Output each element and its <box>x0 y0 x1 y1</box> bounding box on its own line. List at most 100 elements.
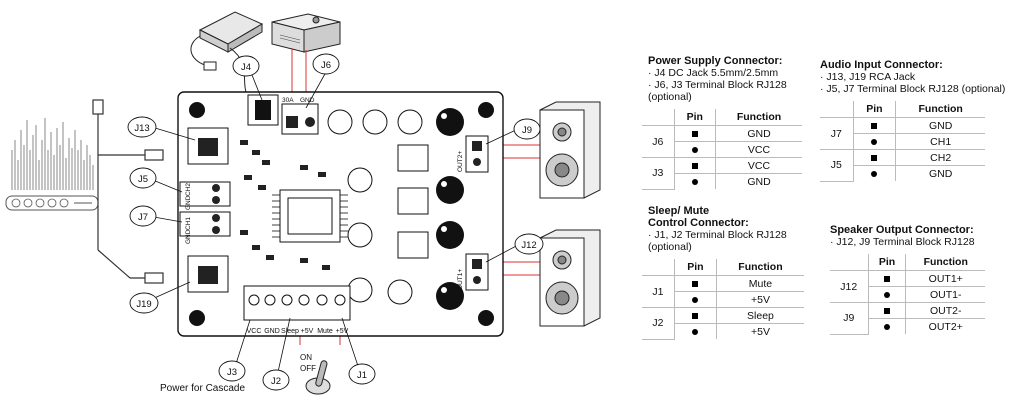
pin-dot-icon <box>884 323 890 330</box>
func: OUT2- <box>905 302 985 319</box>
left-label-gnd-b: GND <box>185 229 192 244</box>
func: GND <box>895 117 985 134</box>
func: Mute <box>715 275 804 292</box>
callout-j6: J6 <box>321 60 331 71</box>
conn-j1: J1 <box>642 275 675 308</box>
speaker-output-panel: Speaker Output Connector: · J12, J9 Term… <box>830 224 1020 335</box>
conn-j6: J6 <box>642 125 675 158</box>
audio-input-panel: Audio Input Connector: · J13, J19 RCA Ja… <box>820 59 1020 182</box>
pin-dot-icon <box>691 146 698 153</box>
callout-j1: J1 <box>357 370 367 381</box>
pin-square-icon <box>691 130 698 137</box>
top-label-gnd: GND <box>300 97 315 104</box>
rca-cables <box>92 99 164 284</box>
conn-j5: J5 <box>820 149 854 182</box>
callout-j5: J5 <box>138 174 148 185</box>
speaker-top-icon <box>539 101 601 199</box>
switch-off-label: OFF <box>300 364 316 373</box>
pin-dot-icon <box>692 296 699 303</box>
left-label-gnd-a: GND <box>185 195 192 210</box>
header-function: Function <box>895 101 985 118</box>
func: GND <box>715 173 802 189</box>
bottom-label-vcc: VCC <box>247 328 262 335</box>
conn-j12: J12 <box>830 270 869 303</box>
callout-j4: J4 <box>241 62 251 73</box>
func: OUT1+ <box>905 270 985 287</box>
right-label-out1: OUT1+ <box>457 269 464 290</box>
power-supply-title: Power Supply Connector: <box>648 55 783 67</box>
pin-square-icon <box>884 307 890 314</box>
conn-j3: J3 <box>642 157 675 190</box>
pin-square-icon <box>871 122 878 129</box>
header-function: Function <box>905 254 985 271</box>
top-label-30a: 30A <box>282 97 294 104</box>
power-supply-notes: · J4 DC Jack 5.5mm/2.5mm · J6, J3 Termin… <box>648 67 787 103</box>
bottom-label-5v-b: +5V <box>336 328 349 335</box>
bottom-label-sleep: Sleep <box>281 328 299 335</box>
pin-square-icon <box>884 275 890 282</box>
conn-j2: J2 <box>642 307 675 340</box>
pin-square-icon <box>692 312 699 319</box>
audio-input-title: Audio Input Connector: <box>820 59 943 71</box>
switch-on-label: ON <box>300 353 312 362</box>
bottom-label-gnd: GND <box>264 328 280 335</box>
left-label-ch1: CH1 <box>185 217 192 230</box>
right-label-out2: OUT2+ <box>457 151 464 172</box>
pin-dot-icon <box>871 170 878 177</box>
bottom-label-5v-a: +5V <box>301 328 314 335</box>
func: OUT2+ <box>905 318 985 334</box>
pcb-board: VCC GND Sleep +5V Mute +5V 30A GND CH2 G… <box>177 91 504 337</box>
func: VCC <box>715 141 802 158</box>
pin-square-icon <box>871 154 878 161</box>
header-pin: Pin <box>673 109 717 126</box>
func: VCC <box>715 157 802 174</box>
bottom-label-mute: Mute <box>317 328 333 335</box>
func: +5V <box>715 323 804 339</box>
pin-dot-icon <box>884 291 890 298</box>
pin-dot-icon <box>692 328 699 335</box>
header-pin: Pin <box>852 101 897 118</box>
speaker-bottom-icon <box>539 229 601 327</box>
func: CH2 <box>895 149 985 166</box>
header-function: Function <box>715 259 804 276</box>
pin-square-icon <box>692 280 699 287</box>
func: GND <box>895 165 985 181</box>
callout-j2: J2 <box>271 376 281 387</box>
sleep-mute-notes: · J1, J2 Terminal Block RJ128 (optional) <box>648 229 787 253</box>
sleep-mute-panel: Sleep/ Mute Control Connector: · J1, J2 … <box>642 205 823 340</box>
audio-input-notes: · J13, J19 RCA Jack · J5, J7 Terminal Bl… <box>820 71 1006 95</box>
callout-j19: J19 <box>136 299 151 310</box>
func: OUT1- <box>905 286 985 303</box>
func: Sleep <box>715 307 804 324</box>
callout-j12: J12 <box>521 240 536 251</box>
left-label-ch2: CH2 <box>185 183 192 196</box>
func: +5V <box>715 291 804 308</box>
callouts <box>127 53 544 391</box>
cascade-caption: Power for Cascade <box>160 383 245 394</box>
func: CH1 <box>895 133 985 150</box>
callout-j3: J3 <box>227 367 237 378</box>
callout-j13: J13 <box>134 123 149 134</box>
pin-dot-icon <box>691 178 698 185</box>
sleep-mute-title: Sleep/ Mute Control Connector: <box>648 205 749 229</box>
power-supply-panel: Power Supply Connector: · J4 DC Jack 5.5… <box>642 55 818 190</box>
callout-j7: J7 <box>138 212 148 223</box>
power-supply-box-icon <box>271 13 341 53</box>
speaker-output-title: Speaker Output Connector: <box>830 224 974 236</box>
pin-square-icon <box>691 162 698 169</box>
callout-j9: J9 <box>522 125 532 136</box>
header-function: Function <box>715 109 802 126</box>
header-pin: Pin <box>673 259 717 276</box>
audio-waveform-graphic <box>5 118 99 211</box>
func: GND <box>715 125 802 142</box>
conn-j9: J9 <box>830 302 869 335</box>
pin-dot-icon <box>871 138 878 145</box>
on-off-switch-icon: ON OFF <box>300 353 331 395</box>
power-adapter-icon <box>190 11 264 93</box>
header-pin: Pin <box>867 254 907 271</box>
